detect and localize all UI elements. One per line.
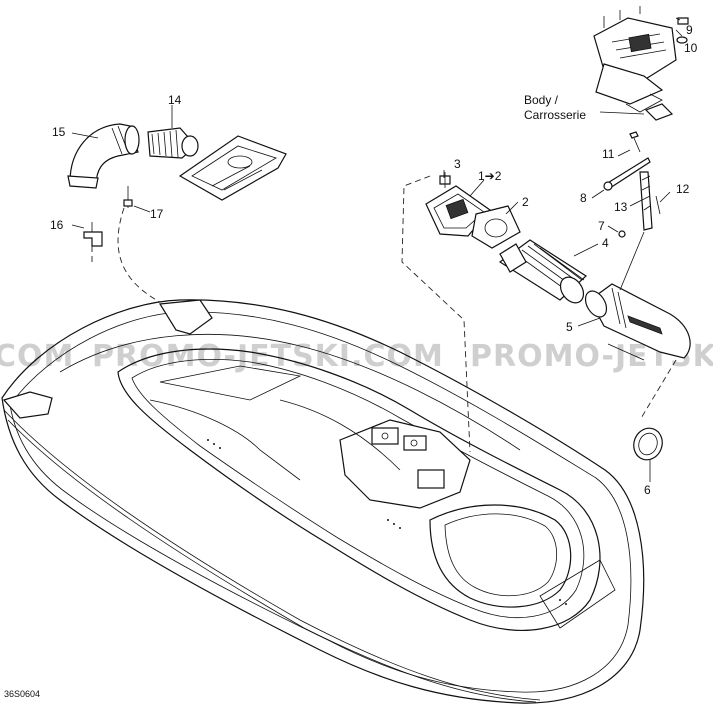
watermark-left: COM	[0, 339, 74, 374]
callout-13: 13	[614, 200, 628, 214]
callout-16: 16	[50, 218, 64, 232]
bracket-16	[83, 231, 103, 247]
outlet-pipe-5	[584, 283, 691, 359]
watermark-middle: PROMO-JETSKI.COM	[92, 339, 444, 374]
callout-labels: 14 15 16 17 3 1➔2 2 4 5 6 7 8 13 12 11 9…	[4, 23, 698, 699]
watercraft-hull	[1, 299, 645, 704]
callout-15: 15	[52, 125, 66, 139]
callout-4: 4	[602, 236, 609, 250]
body-label-line2: Carrosserie	[524, 108, 586, 122]
body-label-line1: Body /	[524, 93, 559, 107]
diagram-code: 36S0604	[4, 689, 40, 699]
ring-6	[633, 427, 663, 461]
strap-13	[639, 171, 653, 231]
callout-11: 11	[602, 147, 615, 161]
callout-1-2: 1➔2	[478, 169, 502, 183]
callout-7: 7	[598, 219, 605, 233]
callout-10: 10	[684, 41, 698, 55]
elbow-duct-15	[67, 123, 140, 189]
gasket-2	[471, 205, 521, 249]
callout-6: 6	[644, 483, 651, 497]
left-intake-group	[67, 105, 287, 303]
right-bracket-group	[591, 6, 689, 291]
callout-8: 8	[580, 191, 587, 205]
callout-5: 5	[566, 320, 573, 334]
callout-2: 2	[522, 195, 529, 209]
bellows-hose-14	[147, 127, 199, 159]
callout-14: 14	[168, 93, 182, 107]
callout-12: 12	[676, 182, 690, 196]
air-box-plate	[178, 135, 287, 201]
watermark: COM PROMO-JETSKI.COM PROMO-JETSK	[0, 339, 713, 374]
body-bracket	[593, 6, 677, 113]
center-intake-group	[401, 170, 691, 482]
bellows-hose-4	[498, 239, 587, 304]
callout-17: 17	[150, 207, 164, 221]
callout-9: 9	[686, 23, 693, 37]
callout-3: 3	[454, 157, 461, 171]
